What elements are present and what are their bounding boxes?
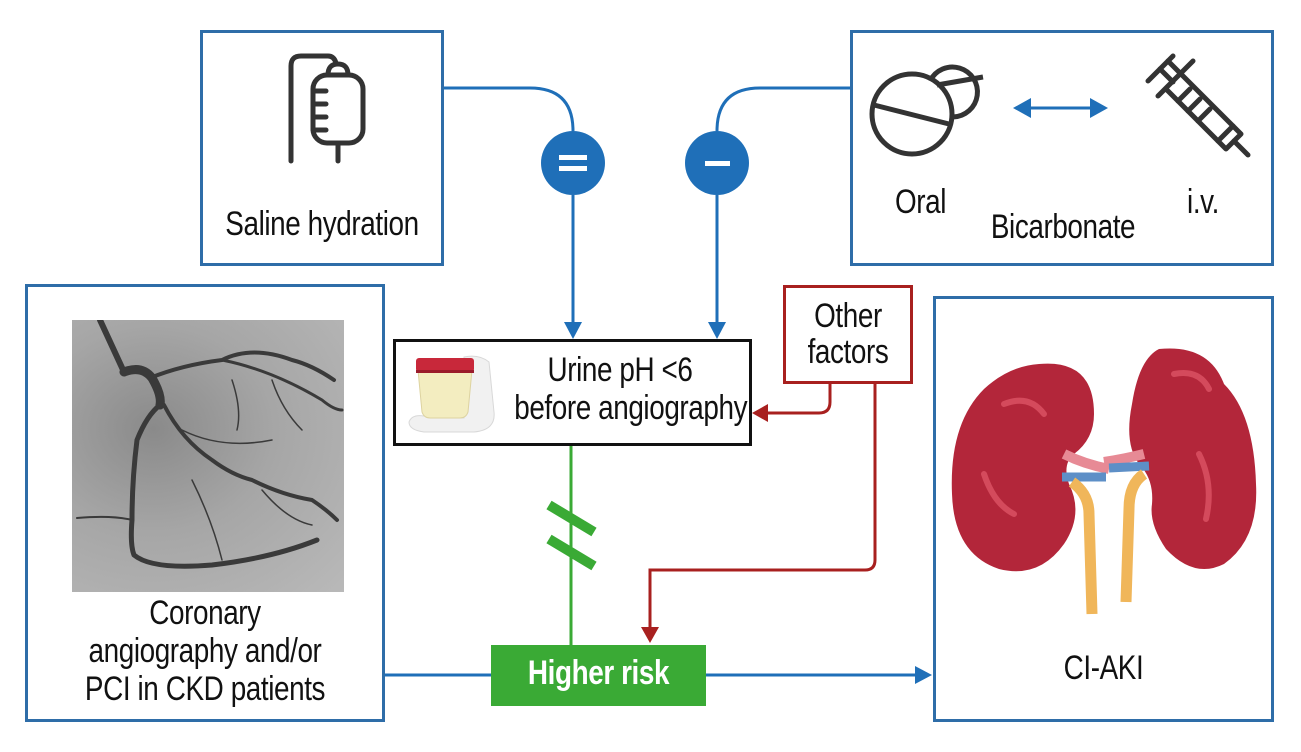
coronary-label-line1: Coronary (149, 594, 261, 632)
arrowhead (708, 322, 726, 339)
urine-sample-cup-icon (408, 355, 495, 433)
bicarbonate-to-minus-connector (715, 86, 850, 132)
syringe-icon (1145, 53, 1251, 158)
urine-label-line2: before angiography (514, 389, 748, 427)
coronary-angiography-box: Coronary angiography and/or PCI in CKD p… (25, 284, 385, 722)
coronary-label-line2: angiography and/or (88, 632, 322, 670)
coronary-angiogram-image (72, 320, 344, 592)
other-factors-box: Other factors (783, 285, 913, 384)
saline-to-equal-connector (443, 86, 575, 132)
saline-hydration-label: Saline hydration (225, 205, 419, 243)
other-factors-to-urine-arrow (768, 383, 832, 415)
bicarbonate-box: Oral i.v. Bicarbonate (850, 30, 1274, 266)
other-factors-line1: Other (814, 297, 882, 335)
urine-ph-box: Urine pH <6 before angiography (393, 339, 752, 446)
arrowhead (641, 627, 659, 643)
minus-symbol-badge (685, 131, 749, 195)
other-factors-to-higher-risk-arrow (648, 383, 877, 630)
oral-label: Oral (894, 183, 947, 221)
iv-label: i.v. (1187, 183, 1219, 221)
other-factors-line2: factors (807, 333, 889, 371)
iv-bag-icon (288, 53, 366, 164)
coronary-label-line3: PCI in CKD patients (84, 670, 326, 708)
no-association-break-icon (546, 500, 597, 571)
equal-symbol-badge (541, 131, 605, 195)
saline-hydration-box: Saline hydration (200, 30, 444, 266)
higher-risk-box: Higher risk (491, 645, 706, 706)
arrowhead (915, 666, 932, 684)
arrowhead (752, 404, 768, 422)
ci-aki-label: CI-AKI (1063, 649, 1144, 687)
bicarbonate-label: Bicarbonate (990, 208, 1136, 246)
ci-aki-box: CI-AKI (933, 296, 1274, 722)
kidneys-illustration (951, 348, 1257, 615)
urine-label-line1: Urine pH <6 (547, 351, 693, 389)
pills-icon (869, 64, 984, 157)
arrowhead (564, 322, 582, 339)
higher-risk-label: Higher risk (527, 654, 670, 692)
double-arrow-icon (1013, 98, 1108, 118)
